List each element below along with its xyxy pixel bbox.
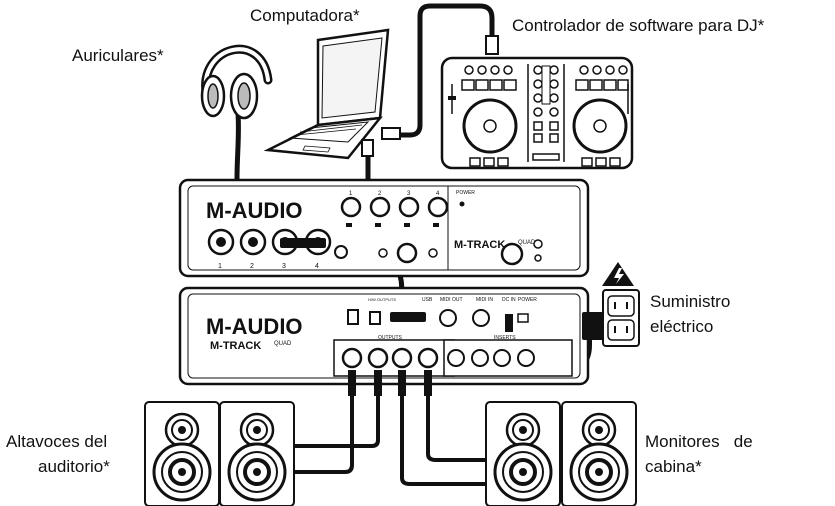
audio-interface-front: M-AUDIO M-TRACK QUAD POWER 1 2 3 4 1 2 3…: [178, 178, 590, 278]
power-supply-label-line1: Suministro: [650, 292, 731, 311]
audience-speakers-label-line2: auditorio*: [38, 457, 110, 476]
svg-text:DC IN: DC IN: [502, 297, 516, 303]
svg-text:1: 1: [218, 263, 222, 270]
svg-text:MIDI IN: MIDI IN: [476, 297, 493, 303]
rear-model-suffix: QUAD: [274, 341, 292, 347]
power-adapter-icon: [582, 312, 604, 340]
front-power-text: POWER: [456, 190, 475, 196]
dj-controller-icon: [440, 56, 634, 170]
svg-text:OUTPUTS: OUTPUTS: [378, 335, 403, 341]
audience-speakers-label-line1: Altavoces del: [6, 432, 108, 451]
speaker-cable-4: [426, 375, 562, 462]
front-model-text: M-TRACK: [454, 239, 505, 251]
booth-monitor-left: [484, 400, 562, 506]
booth-monitor-right: [560, 400, 638, 506]
controller-usb-cable: [395, 3, 495, 138]
audience-speaker-right: [218, 400, 296, 506]
rear-model-text: M-TRACK: [210, 340, 261, 352]
front-model-suffix: QUAD: [518, 240, 536, 246]
svg-text:3: 3: [282, 263, 286, 270]
svg-text:1: 1: [349, 191, 353, 197]
rear-brand-text: M-AUDIO: [206, 314, 303, 339]
laptop-icon: [263, 28, 390, 160]
usb-plug-controller: [381, 127, 401, 140]
power-supply-label-line2: eléctrico: [650, 317, 714, 336]
svg-text:2: 2: [250, 263, 254, 270]
svg-text:INSERTS: INSERTS: [494, 335, 516, 341]
svg-text:4: 4: [436, 191, 440, 197]
headphones-label: Auriculares*: [72, 46, 164, 65]
warning-icon: [602, 262, 634, 286]
computer-label: Computadora*: [250, 6, 360, 25]
svg-text:3: 3: [407, 191, 411, 197]
speaker-cable-1: [292, 375, 354, 474]
usb-plug-computer: [361, 139, 374, 157]
audience-speaker-left: [143, 400, 221, 506]
svg-text:2: 2: [378, 191, 382, 197]
power-outlet-icon: [602, 289, 640, 347]
audio-interface-rear: M-AUDIO M-TRACK QUAD H/W OUTPUTS USB MID…: [178, 286, 590, 386]
svg-text:MIDI OUT: MIDI OUT: [440, 297, 463, 303]
svg-text:4: 4: [315, 263, 319, 270]
booth-monitors-label-line2: cabina*: [645, 457, 702, 476]
svg-text:USB: USB: [422, 297, 433, 303]
svg-text:H/W OUTPUTS: H/W OUTPUTS: [368, 297, 396, 302]
dj-controller-label: Controlador de software para DJ*: [512, 16, 765, 35]
headphones-icon: [200, 44, 273, 120]
speaker-cable-2: [218, 375, 380, 448]
booth-monitors-label-line1: Monitores de: [645, 432, 753, 451]
speaker-cable-3: [400, 375, 486, 486]
svg-text:POWER: POWER: [518, 297, 537, 303]
front-brand-text: M-AUDIO: [206, 198, 303, 223]
